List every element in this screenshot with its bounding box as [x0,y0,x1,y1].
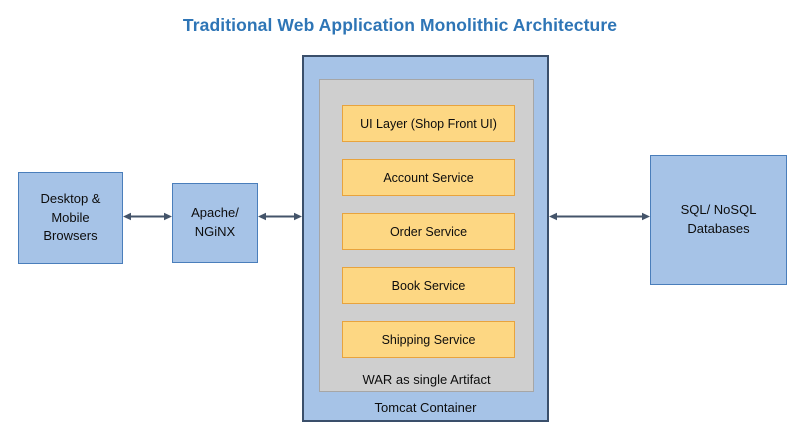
war-artifact-panel: UI Layer (Shop Front UI) Account Service… [319,79,534,392]
node-databases-label: SQL/ NoSQL Databases [680,202,757,236]
tomcat-container-label: Tomcat Container [374,400,477,415]
war-artifact-label: WAR as single Artifact [362,372,491,387]
service-order: Order Service [342,213,515,250]
service-list: UI Layer (Shop Front UI) Account Service… [342,105,515,358]
tomcat-container: UI Layer (Shop Front UI) Account Service… [302,55,549,422]
connector-browsers-proxy [123,211,172,222]
node-apache-nginx-label: Apache/ NGiNX [191,205,239,239]
service-shipping-label: Shipping Service [381,332,476,347]
connector-tomcat-database [549,211,650,222]
page-title: Traditional Web Application Monolithic A… [182,15,618,35]
service-account-label: Account Service [383,170,474,185]
service-book-label: Book Service [391,278,466,293]
node-browsers-label: Desktop & Mobile Browsers [40,190,101,244]
connector-proxy-tomcat [258,211,302,222]
service-order-label: Order Service [389,224,468,239]
service-ui-layer: UI Layer (Shop Front UI) [342,105,515,142]
service-account: Account Service [342,159,515,196]
service-ui-layer-label: UI Layer (Shop Front UI) [360,116,497,131]
service-book: Book Service [342,267,515,304]
service-shipping: Shipping Service [342,321,515,358]
node-apache-nginx: Apache/ NGiNX [172,183,258,263]
node-browsers: Desktop & Mobile Browsers [18,172,123,264]
node-databases: SQL/ NoSQL Databases [650,155,787,285]
